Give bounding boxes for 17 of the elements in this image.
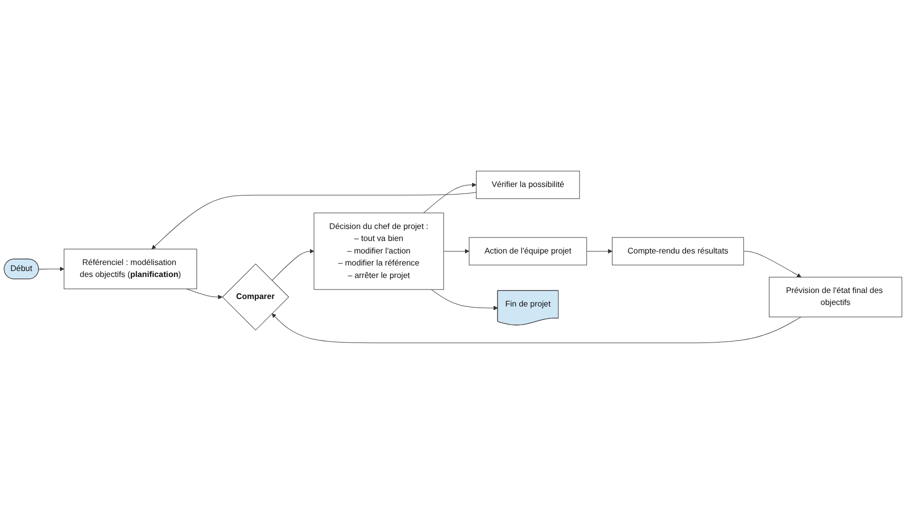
node-box: Action de l'équipe projet [468, 236, 587, 265]
node-box: Vérifier la possibilité [476, 170, 580, 198]
arrow [38, 266, 64, 271]
node-box: Prévision de l'état final des objectifs [768, 276, 902, 317]
node-box: Compte-rendu des résultats [612, 236, 744, 265]
arrow [272, 248, 314, 280]
node-box: Référenciel : modélisation des objectifs (planification) [64, 248, 198, 289]
arrow [152, 192, 477, 249]
arrow [443, 248, 470, 253]
arrow [743, 250, 802, 277]
node-box: Décision du chef de projet : – tout va bien – modifier l'action – modifier la référence – arrêter le projet [314, 212, 444, 290]
arrow [431, 288, 498, 310]
arrow [186, 288, 223, 299]
arrow [272, 312, 802, 343]
arrow [586, 248, 612, 253]
node-diamond: Comparer [222, 263, 290, 330]
arrow [423, 182, 476, 213]
